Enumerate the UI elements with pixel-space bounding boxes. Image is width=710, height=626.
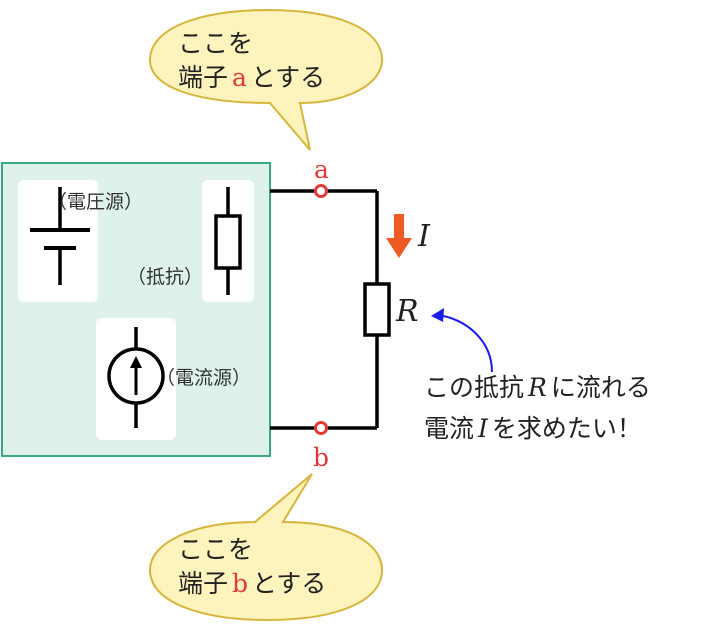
resistor-label: （抵抗） [127, 266, 203, 288]
voltage-source-card [18, 180, 98, 302]
voltage-source-label: （電圧源） [48, 191, 143, 213]
current-label: I [417, 219, 431, 254]
callout-b-bubble [148, 473, 384, 622]
callout-a-bubble [148, 8, 384, 151]
load-resistor-symbol [363, 282, 391, 337]
terminal-a-node [314, 184, 328, 198]
internal-resistor-symbol [214, 214, 242, 270]
callout-b-line1: ここを [178, 535, 253, 564]
current-source-card [96, 318, 176, 440]
internal-resistor-card [202, 180, 254, 302]
current-source-arrow-icon [130, 356, 142, 368]
callout-a-line1: ここを [178, 29, 253, 58]
terminal-b-node [314, 421, 328, 435]
current-source-label: （電流源） [156, 367, 251, 389]
terminal-b-label: b [313, 443, 329, 472]
external-wire [270, 189, 379, 430]
current-arrow-icon [386, 214, 412, 258]
pointer-arrow-icon [431, 308, 493, 373]
load-resistor-label: R [395, 294, 419, 329]
terminal-a-label: a [314, 155, 329, 184]
